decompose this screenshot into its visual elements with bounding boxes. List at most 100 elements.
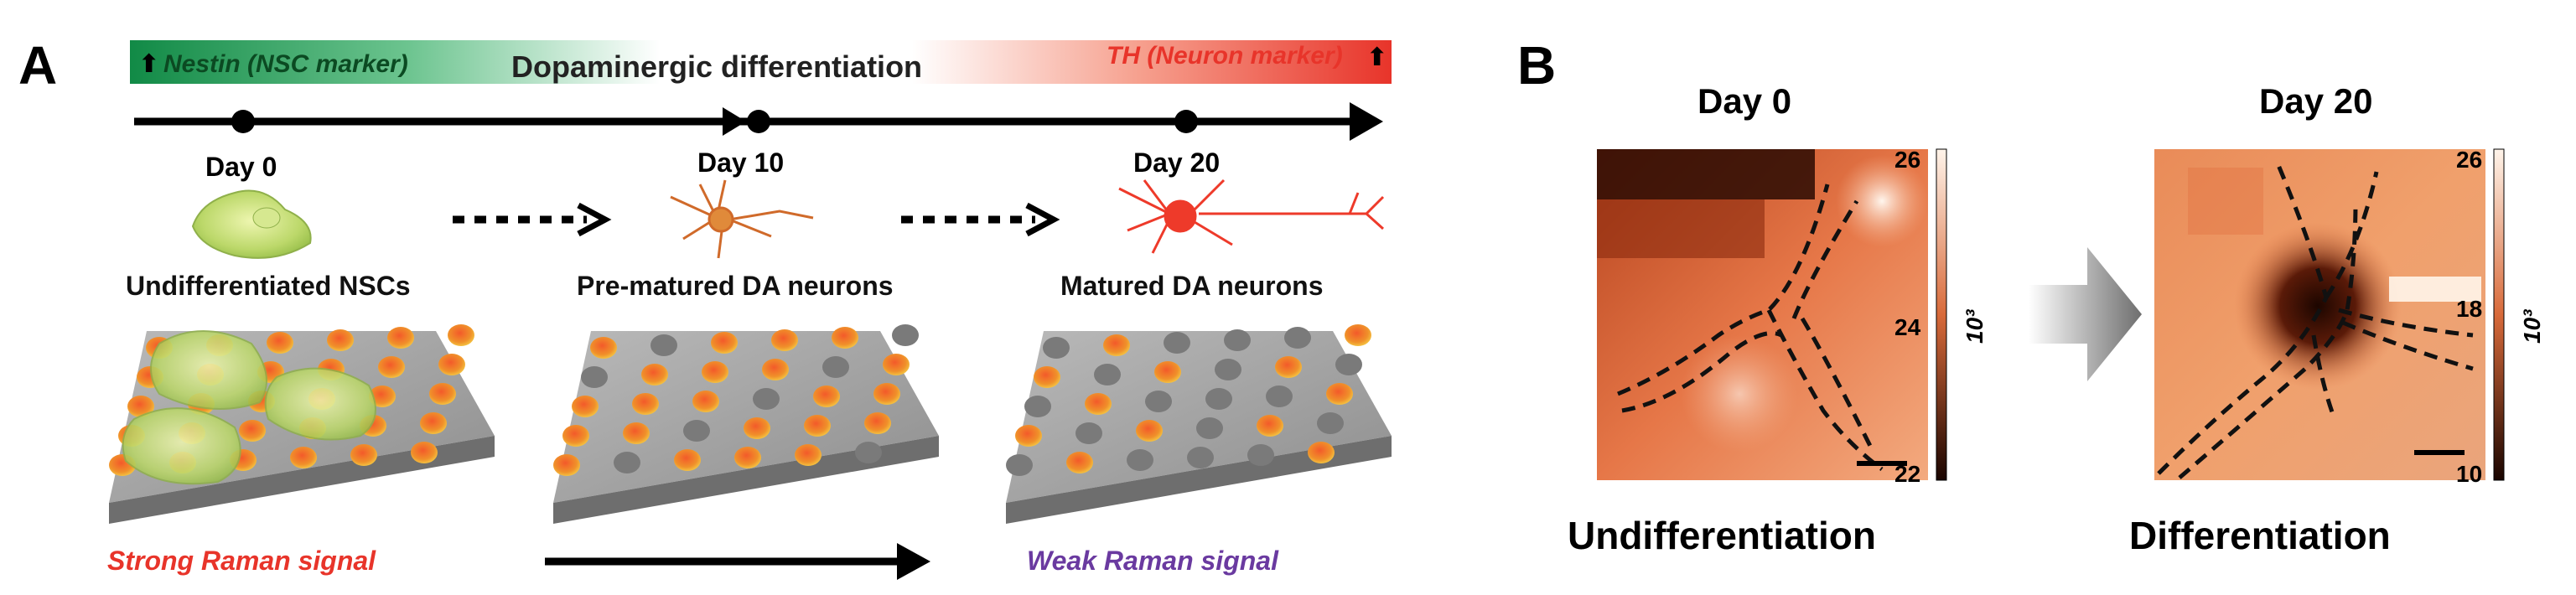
panel-b-label: B [1517,35,1556,96]
raman-dot [771,329,798,351]
raman-dot [590,337,617,359]
raman-dot [1326,383,1353,405]
raman-dot [1015,425,1042,447]
map-caption-undiff: Undifferentiation [1568,514,1876,557]
raman-dot [411,442,438,463]
map-title-day0: Day 0 [1697,81,1791,121]
raman-dot [734,447,761,468]
substrate-plate-1 [109,324,495,524]
raman-dot [387,327,414,349]
raman-dot [641,364,668,385]
raman-dot [674,449,701,471]
raman-dot [1066,452,1093,473]
dotted-arrow-1 [453,202,612,237]
depleted-dot [892,324,919,346]
depleted-dot [581,366,608,388]
depleted-dot [1335,354,1362,375]
strong-signal-label: Strong Raman signal [107,546,376,576]
depleted-dot [1094,364,1121,385]
raman-dot [744,417,770,439]
raman-map-day0 [1597,149,1928,480]
day-label-20: Day 20 [1133,147,1220,178]
raman-dot [290,447,317,468]
raman-dot [692,391,719,412]
colorbar-day20: 26 18 10 10³ [2456,147,2545,487]
depleted-dot [1006,454,1033,476]
colorbar-tick-top: 26 [1894,147,1920,173]
depleted-dot [683,420,710,442]
depleted-dot [1024,396,1051,417]
raman-dot [711,332,738,354]
colorbar-tick-bottom: 22 [1894,461,1920,487]
depleted-dot [1164,332,1190,354]
depleted-dot [1043,337,1070,359]
raman-dot [1308,442,1335,463]
map-title-day20: Day 20 [2259,81,2372,121]
transition-arrow [2029,247,2142,381]
colorbar-unit: 10³ [1962,309,1988,344]
raman-dot [832,327,858,349]
marker-banner: ⬆ Nestin (NSC marker) Dopaminergic diffe… [130,40,1392,84]
nsc-cell-icon [191,189,312,259]
depleted-dot [855,442,882,463]
raman-dot [1034,366,1060,388]
colorbar2-tick-mid: 18 [2456,296,2482,322]
raman-dot [429,383,456,405]
depleted-dot [1215,359,1241,380]
dotted-arrow-2 [901,202,1060,237]
timeline: Day 0 Day 10 Day 20 [134,102,1383,182]
raman-dot [762,359,789,380]
raman-dot [239,420,266,442]
panel-a-label: A [18,35,57,96]
stage-label-mature: Matured DA neurons [1060,271,1324,301]
colorbar-tick-mid: 24 [1894,314,1921,340]
day-label-0: Day 0 [205,152,277,182]
raman-dot [1103,334,1130,356]
colorbar2-tick-top: 26 [2456,147,2482,173]
raman-dot [1275,356,1302,378]
raman-dot [267,332,293,354]
timepoint-day20 [1174,110,1198,133]
nestin-label: Nestin (NSC marker) [163,50,408,78]
raman-map-day20 [2154,149,2485,480]
raman-dot [1345,324,1371,346]
stage-label-premature: Pre-matured DA neurons [577,271,894,301]
raman-dot [378,356,405,378]
stage-label-nsc: Undifferentiated NSCs [126,271,411,301]
raman-dot [127,396,154,417]
raman-dot [350,444,377,466]
mature-neuron-icon [1118,178,1385,254]
raman-dot [448,324,474,346]
raman-dot [420,412,447,434]
depleted-dot [1247,444,1274,466]
raman-dot [572,396,599,417]
raman-dot [327,329,354,351]
timepoint-day10 [747,110,770,133]
map-caption-diff: Differentiation [2129,514,2391,557]
day-label-10: Day 10 [697,147,784,178]
depleted-dot [1205,388,1232,410]
raman-dot [438,354,465,375]
depleted-dot [1127,449,1153,471]
raman-dot [1257,415,1283,437]
raman-dot [1154,361,1181,383]
raman-dot [623,422,650,444]
up-arrow-icon-right: ⬆ [1366,44,1387,71]
depleted-dot [753,388,780,410]
substrate-plate-3 [1006,324,1392,524]
raman-dot [702,361,728,383]
up-arrow-icon: ⬆ [138,50,159,78]
depleted-dot [1187,447,1214,468]
raman-dot [1085,393,1112,415]
raman-dot [795,444,822,466]
raman-dot [804,415,831,437]
depleted-dot [614,452,640,473]
depleted-dot [1196,417,1223,439]
raman-dot [873,383,900,405]
raman-dot [1136,420,1163,442]
depleted-dot [1317,412,1344,434]
depleted-dot [1266,385,1293,407]
premature-neuron-icon [670,179,814,259]
raman-dot [632,393,659,415]
